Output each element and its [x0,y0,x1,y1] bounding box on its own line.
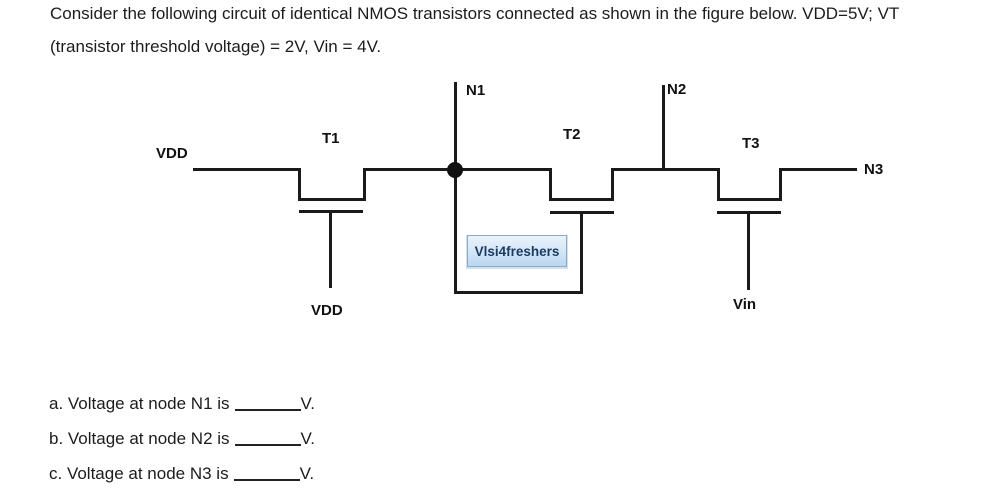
n1-junction-dot [447,162,463,178]
t2-label: T2 [563,126,581,143]
n2-label: N2 [667,81,687,98]
question-c-text: c. Voltage at node N3 is [49,464,229,483]
t2-channel-right [611,168,614,201]
question-a: a. Voltage at node N1 is V. [49,394,315,414]
t2-gate-bar [550,211,614,214]
question-c-suffix: V. [299,464,315,483]
t1-channel-right [363,168,366,201]
vin-label: Vin [733,296,757,313]
answer-blank-n3 [233,464,300,481]
t3-channel-left [717,168,720,201]
t3-channel-bottom [717,198,782,201]
t2-channel-left [549,168,552,201]
n3-label: N3 [864,161,884,178]
wire-n1-to-t2-gate [454,291,583,294]
wire-t3-to-n3 [782,168,857,171]
question-text-line1: Consider the following circuit of identi… [50,4,900,23]
t1-gate-bar [299,210,363,213]
wire-vdd-to-t1 [193,168,299,171]
vdd-rail-label: VDD [156,145,188,162]
question-text-line2: (transistor threshold voltage) = 2V, Vin… [50,37,382,56]
question-a-text: a. Voltage at node N1 is [49,394,230,413]
t1-channel-bottom [298,198,366,201]
t2-channel-bottom [549,198,614,201]
t2-gate-stem [580,214,583,294]
question-b: b. Voltage at node N2 is V. [49,429,315,449]
answer-blank-n1 [234,394,301,411]
wire-t2-to-t3 [614,168,717,171]
t1-gate-stem [329,213,332,288]
question-a-suffix: V. [300,394,316,413]
answer-blank-n2 [234,429,301,446]
vdd-gate-label: VDD [311,302,343,319]
watermark-badge: Vlsi4freshers [467,235,567,267]
t3-gate-stem [747,214,750,290]
question-c: c. Voltage at node N3 is V. [49,464,314,484]
n2-node-line [662,85,665,171]
n1-node-line [454,82,457,294]
n1-label: N1 [466,82,486,99]
t1-label: T1 [322,130,340,147]
t1-channel-left [298,168,301,201]
t3-label: T3 [742,135,760,152]
question-b-text: b. Voltage at node N2 is [49,429,230,448]
t3-gate-bar [717,211,781,214]
question-b-suffix: V. [300,429,316,448]
t3-channel-right [779,168,782,201]
watermark-text: Vlsi4freshers [474,243,560,259]
